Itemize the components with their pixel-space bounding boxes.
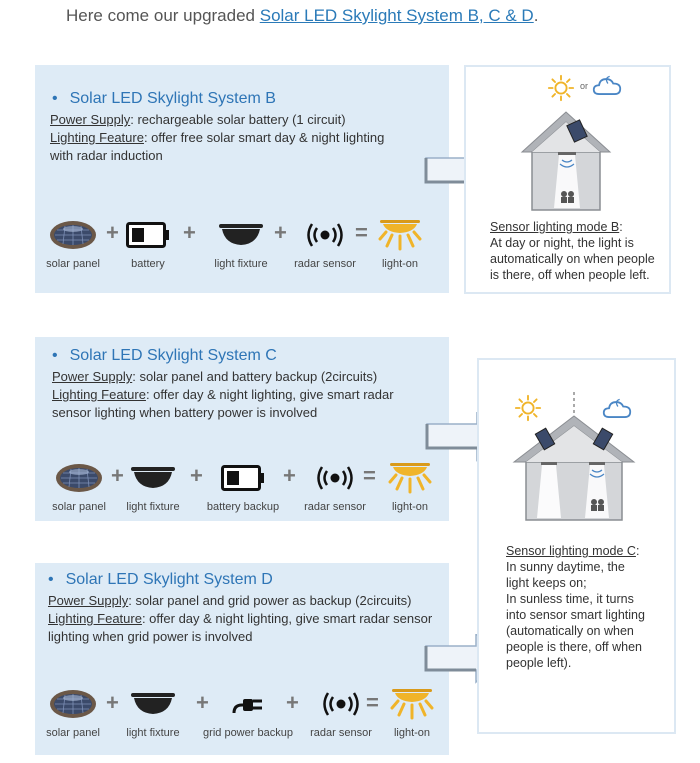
mode-c-line-2: light keeps on; xyxy=(506,576,587,590)
solar-panel-icon xyxy=(49,689,97,719)
intro-text: Here come our upgraded Solar LED Skyligh… xyxy=(66,6,538,26)
system-c-battery-backup: battery backup xyxy=(200,461,286,513)
light-on-icon xyxy=(390,688,434,720)
plus-sign: + xyxy=(111,463,124,488)
equals-sign: = xyxy=(363,463,376,488)
solar-panel-icon xyxy=(49,220,97,250)
radar-sensor-icon xyxy=(321,691,361,717)
intro-suffix: . xyxy=(533,6,539,25)
system-d-feature-text: : offer day & night lighting, give smart… xyxy=(48,611,433,644)
component-label: battery backup xyxy=(206,501,280,513)
equals-sign: = xyxy=(366,690,379,715)
mode-b-text: Sensor lighting mode B: At day or night,… xyxy=(490,220,655,282)
component-label: grid power backup xyxy=(203,727,293,739)
component-label: light fixture xyxy=(214,258,268,270)
plus-sign: + xyxy=(190,463,203,488)
system-b-battery: battery xyxy=(120,218,176,270)
house-diagram-c xyxy=(512,392,636,521)
component-label: solar panel xyxy=(46,727,100,739)
component-label: light-on xyxy=(391,501,429,513)
system-c-description: Power Supply: solar panel and battery ba… xyxy=(52,368,402,422)
system-b-light-fixture: light fixture xyxy=(204,218,278,270)
system-b-description: Power Supply: rechargeable solar battery… xyxy=(50,111,400,165)
weather-or-label: or xyxy=(580,81,589,91)
component-label: radar sensor xyxy=(294,258,356,270)
plus-sign: + xyxy=(106,220,119,245)
component-label: battery xyxy=(131,258,165,270)
house-diagram-b xyxy=(520,111,612,211)
plus-sign: + xyxy=(106,690,119,715)
system-c-feature-label: Lighting Feature xyxy=(52,387,146,402)
battery-icon xyxy=(126,222,170,248)
mode-c-text: Sensor lighting mode C: In sunny daytime… xyxy=(506,544,645,670)
system-d-grid-power-backup: grid power backup xyxy=(200,687,296,739)
system-d-power-text: : solar panel and grid power as backup (… xyxy=(128,593,412,608)
system-b-light-on: light-on xyxy=(372,218,428,270)
mode-c-line-5: (automatically on when xyxy=(506,624,634,638)
system-d-solar-panel: solar panel xyxy=(40,687,106,739)
intro-prefix: Here come our upgraded xyxy=(66,6,260,25)
mode-b-label: Sensor lighting mode B xyxy=(490,220,620,234)
mode-c-line-4: into sensor smart lighting xyxy=(506,608,645,622)
system-b-power-label: Power Supply xyxy=(50,112,131,127)
system-b-title: •Solar LED Skylight System B xyxy=(52,90,276,107)
battery-icon xyxy=(221,465,265,491)
system-b-solar-panel: solar panel xyxy=(40,218,106,270)
light-fixture-icon xyxy=(217,222,265,248)
system-c-solar-panel: solar panel xyxy=(46,461,112,513)
component-label: light-on xyxy=(381,258,419,270)
plug-icon xyxy=(230,691,266,717)
component-label: radar sensor xyxy=(304,501,366,513)
system-d-radar-sensor: radar sensor xyxy=(306,687,376,739)
system-d-feature-label: Lighting Feature xyxy=(48,611,142,626)
plus-sign: + xyxy=(196,690,209,715)
system-d-description: Power Supply: solar panel and grid power… xyxy=(48,592,448,646)
plus-sign: + xyxy=(274,220,287,245)
system-d-panel xyxy=(35,563,449,755)
component-label: light fixture xyxy=(126,501,180,513)
system-c-light-fixture: light fixture xyxy=(118,461,188,513)
component-label: radar sensor xyxy=(310,727,372,739)
system-c-radar-sensor: radar sensor xyxy=(300,461,370,513)
mode-c-line-1: In sunny daytime, the xyxy=(506,560,625,574)
light-fixture-icon xyxy=(129,465,177,491)
light-fixture-icon xyxy=(129,691,177,717)
system-c-light-on: light-on xyxy=(382,461,438,513)
system-b-feature-text: : offer free solar smart day & night lig… xyxy=(50,130,385,163)
system-d-light-fixture: light fixture xyxy=(118,687,188,739)
plus-sign: + xyxy=(183,220,196,245)
system-b-panel xyxy=(35,65,449,293)
system-c-title: •Solar LED Skylight System C xyxy=(52,347,277,364)
component-label: solar panel xyxy=(46,258,100,270)
mode-c-line-3: In sunless time, it turns xyxy=(506,592,634,606)
mode-c-line-7: people left). xyxy=(506,656,572,670)
intro-link[interactable]: Solar LED Skylight System B, C & D xyxy=(259,6,534,25)
system-c-feature-text: : offer day & night lighting, give smart… xyxy=(52,387,394,420)
plus-sign: + xyxy=(283,463,296,488)
system-c-power-text: : solar panel and battery backup (2circu… xyxy=(132,369,378,384)
sun-icon xyxy=(547,74,575,102)
system-d-light-on: light-on xyxy=(384,687,440,739)
solar-panel-icon xyxy=(55,463,103,493)
component-label: light fixture xyxy=(126,727,180,739)
system-b-feature-label: Lighting Feature xyxy=(50,130,144,145)
radar-sensor-icon xyxy=(315,465,355,491)
component-label: solar panel xyxy=(52,501,106,513)
system-c-power-label: Power Supply xyxy=(52,369,133,384)
system-b-power-text: : rechargeable solar battery (1 circuit) xyxy=(130,112,346,127)
system-b-radar-sensor: radar sensor xyxy=(290,218,360,270)
light-on-icon xyxy=(378,219,422,251)
radar-sensor-icon xyxy=(305,222,345,248)
plus-sign: + xyxy=(286,690,299,715)
system-d-title: •Solar LED Skylight System D xyxy=(48,571,273,588)
mode-c-line-6: people is there, off when xyxy=(506,640,642,654)
cloud-icon xyxy=(592,75,622,99)
mode-c-label: Sensor lighting mode C xyxy=(506,544,636,558)
equals-sign: = xyxy=(355,220,368,245)
light-on-icon xyxy=(388,462,432,494)
component-label: light-on xyxy=(393,727,431,739)
mode-b-description: At day or night, the light is automatica… xyxy=(490,236,655,282)
system-d-power-label: Power Supply xyxy=(48,593,129,608)
